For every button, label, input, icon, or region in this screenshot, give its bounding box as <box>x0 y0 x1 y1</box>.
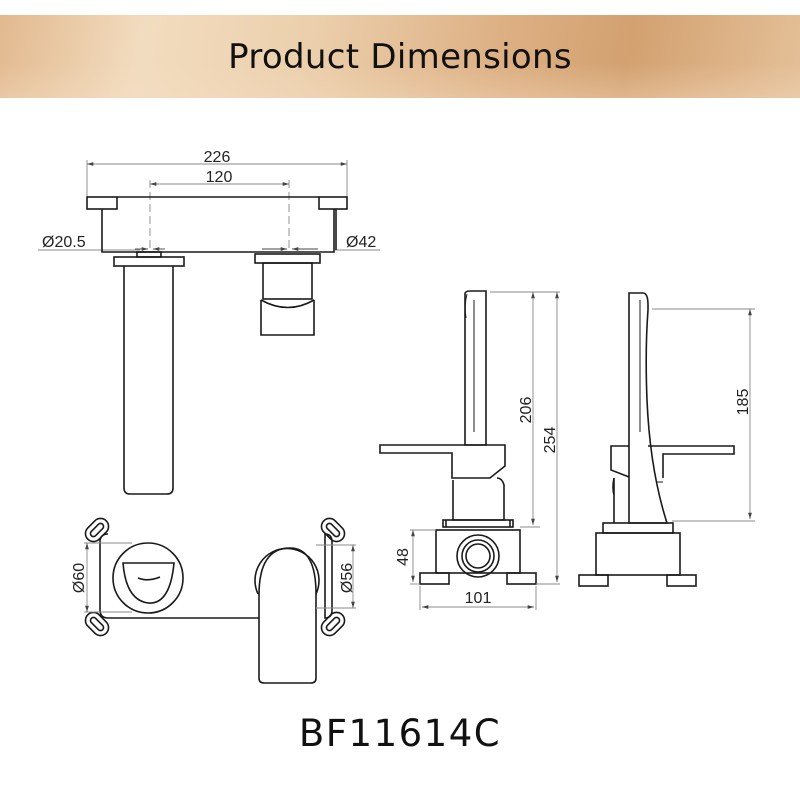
top-view: 226 120 Ø20.5 Ø42 <box>38 149 380 495</box>
model-number: BF11614C <box>298 712 502 755</box>
dim-overall-width: 226 <box>204 149 231 166</box>
front-view: Ø60 Ø56 <box>71 517 356 684</box>
header-banner: Product Dimensions <box>0 15 800 98</box>
dim-spout-diameter: Ø20.5 <box>42 234 86 251</box>
dim-box-width: 101 <box>465 590 492 607</box>
dim-box-height: 48 <box>395 548 412 566</box>
dim-centers-distance: 120 <box>206 169 233 186</box>
dim-overall-height: 254 <box>542 427 559 454</box>
dim-right-escutcheon: Ø56 <box>339 563 356 593</box>
dim-handle-height: 185 <box>735 389 752 416</box>
dim-spout-height: 206 <box>518 397 535 424</box>
side-view: 206 254 48 101 <box>379 290 560 610</box>
page-title: Product Dimensions <box>228 36 572 77</box>
dim-handle-diameter: Ø42 <box>346 234 376 251</box>
dim-left-escutcheon: Ø60 <box>71 563 88 593</box>
rear-side-view: 185 <box>578 292 755 587</box>
